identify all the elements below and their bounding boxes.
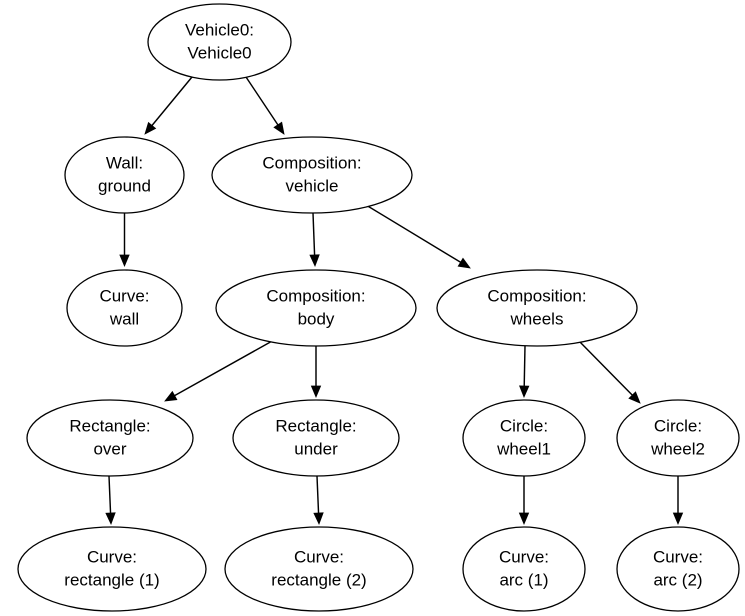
graph-node-curve_rectangle_2[interactable]: Curve: rectangle (2) bbox=[224, 526, 414, 612]
node-ellipse[interactable] bbox=[64, 136, 185, 214]
graph-node-circle_wheel1[interactable]: Circle: wheel1 bbox=[462, 399, 586, 477]
node-label-name: wheel1 bbox=[496, 439, 551, 458]
node-label-name: rectangle (1) bbox=[64, 570, 159, 589]
node-ellipse[interactable] bbox=[462, 399, 586, 477]
edge-arrowhead-icon bbox=[309, 254, 320, 268]
node-ellipse[interactable] bbox=[211, 136, 413, 214]
node-ellipse[interactable] bbox=[147, 3, 292, 81]
node-label-name: body bbox=[298, 309, 335, 328]
edge-arrowhead-icon bbox=[144, 121, 157, 135]
node-ellipse[interactable] bbox=[232, 399, 400, 477]
edge-arrowhead-icon bbox=[310, 385, 322, 399]
edge-arrowhead-icon bbox=[457, 257, 471, 269]
node-ellipse[interactable] bbox=[66, 269, 183, 347]
node-label-type: Rectangle: bbox=[275, 416, 356, 435]
graph-edge bbox=[310, 346, 322, 399]
node-label-type: Circle: bbox=[654, 416, 702, 435]
graph-node-rectangle_over[interactable]: Rectangle: over bbox=[26, 399, 194, 477]
node-label-type: Curve: bbox=[99, 286, 149, 305]
edges-layer bbox=[105, 76, 684, 526]
node-label-type: Curve: bbox=[499, 547, 549, 566]
node-label-name: vehicle bbox=[286, 176, 339, 195]
graph-edge bbox=[245, 76, 285, 135]
nodes-layer: Vehicle0:Vehicle0Wall:groundComposition:… bbox=[17, 3, 740, 612]
graph-edge bbox=[313, 475, 324, 526]
node-label-name: under bbox=[294, 439, 338, 458]
node-label-type: Composition: bbox=[266, 286, 365, 305]
node-ellipse[interactable] bbox=[462, 526, 586, 612]
edge-arrowhead-icon bbox=[519, 385, 530, 399]
graph-edge bbox=[365, 204, 471, 269]
node-label-type: Composition: bbox=[262, 153, 361, 172]
edge-arrowhead-icon bbox=[105, 512, 116, 526]
node-label-type: Rectangle: bbox=[69, 416, 150, 435]
edge-arrowhead-icon bbox=[313, 512, 324, 526]
node-label-type: Vehicle0: bbox=[185, 20, 254, 39]
graph-edge bbox=[518, 476, 530, 526]
node-ellipse[interactable] bbox=[17, 526, 207, 612]
graph-edge bbox=[577, 339, 641, 404]
graph-edge bbox=[519, 345, 530, 399]
graph-edge bbox=[164, 339, 275, 402]
graph-node-composition_body[interactable]: Composition: body bbox=[215, 269, 417, 347]
node-label-type: Composition: bbox=[487, 286, 586, 305]
graph-node-curve_arc_1[interactable]: Curve: arc (1) bbox=[462, 526, 586, 612]
graph-node-vehicle0[interactable]: Vehicle0: Vehicle0 bbox=[147, 3, 292, 81]
node-label-name: wheels bbox=[510, 309, 564, 328]
graph-node-rectangle_under[interactable]: Rectangle: under bbox=[232, 399, 400, 477]
node-label-name: Vehicle0 bbox=[187, 43, 251, 62]
graph-edge bbox=[672, 476, 684, 526]
graph-node-curve_rectangle_1[interactable]: Curve: rectangle (1) bbox=[17, 526, 207, 612]
edge-arrowhead-icon bbox=[164, 390, 178, 402]
node-label-name: over bbox=[93, 439, 126, 458]
node-label-type: Curve: bbox=[294, 547, 344, 566]
graph-node-curve_arc_2[interactable]: Curve: arc (2) bbox=[616, 526, 740, 612]
node-label-name: rectangle (2) bbox=[271, 570, 366, 589]
graph-node-circle_wheel2[interactable]: Circle: wheel2 bbox=[616, 399, 740, 477]
edge-arrowhead-icon bbox=[628, 391, 641, 404]
node-label-type: Curve: bbox=[87, 547, 137, 566]
node-label-name: arc (2) bbox=[653, 570, 702, 589]
graph-node-wall_ground[interactable]: Wall: ground bbox=[64, 136, 185, 214]
node-ellipse[interactable] bbox=[26, 399, 194, 477]
graph-edge bbox=[144, 76, 193, 135]
node-ellipse[interactable] bbox=[436, 269, 638, 347]
node-ellipse[interactable] bbox=[616, 399, 740, 477]
node-label-name: ground bbox=[98, 176, 151, 195]
node-ellipse[interactable] bbox=[616, 526, 740, 612]
edge-arrowhead-icon bbox=[672, 512, 684, 526]
node-label-name: arc (1) bbox=[499, 570, 548, 589]
node-label-name: wall bbox=[109, 309, 139, 328]
edge-arrowhead-icon bbox=[518, 512, 530, 526]
graph-edge bbox=[119, 213, 130, 268]
graph-node-composition_vehicle[interactable]: Composition: vehicle bbox=[211, 136, 413, 214]
node-label-type: Circle: bbox=[500, 416, 548, 435]
graph-node-composition_wheels[interactable]: Composition: wheels bbox=[436, 269, 638, 347]
node-label-type: Wall: bbox=[106, 153, 143, 172]
node-label-type: Curve: bbox=[653, 547, 703, 566]
graph-node-curve_wall[interactable]: Curve: wall bbox=[66, 269, 183, 347]
graph-edge bbox=[309, 212, 320, 268]
node-label-name: wheel2 bbox=[650, 439, 705, 458]
edge-arrowhead-icon bbox=[273, 121, 285, 135]
node-ellipse[interactable] bbox=[215, 269, 417, 347]
edge-arrowhead-icon bbox=[119, 254, 130, 268]
graph-edge bbox=[105, 475, 116, 526]
node-ellipse[interactable] bbox=[224, 526, 414, 612]
